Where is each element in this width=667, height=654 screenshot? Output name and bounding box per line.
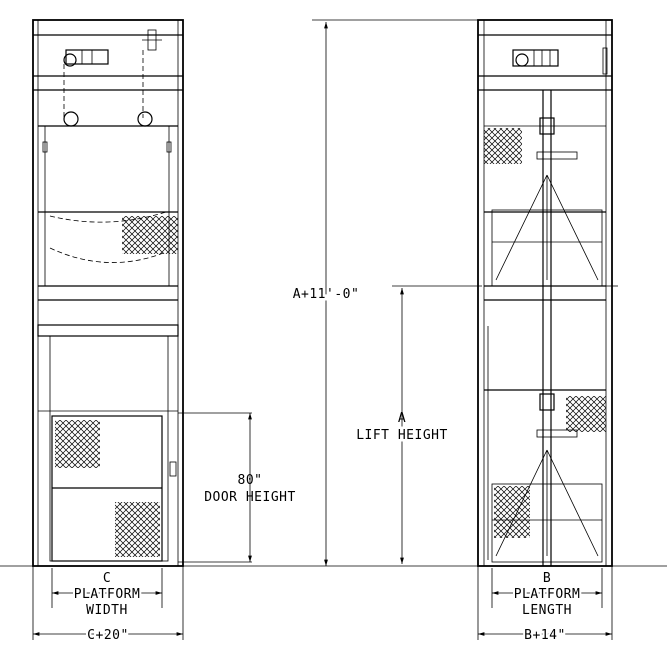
side-hoistway-outline	[477, 19, 613, 567]
top-fitting-icon	[142, 29, 162, 51]
overall-length-label: B+14"	[524, 628, 566, 643]
overall-height-label: A+11'-0"	[293, 287, 360, 302]
hatch-area	[122, 216, 178, 254]
door-height-value: 80"	[238, 473, 263, 488]
platform-width-label-2: WIDTH	[86, 603, 128, 618]
sheave-icon	[137, 111, 153, 127]
platform-width-label-1: PLATFORM	[74, 587, 141, 602]
platform-length-label-1: PLATFORM	[514, 587, 581, 602]
front-hoistway-outline	[32, 19, 184, 567]
platform-width-letter: C	[103, 571, 111, 586]
call-station-icon	[169, 461, 177, 477]
sheave-icon	[63, 111, 79, 127]
platform-length-label-2: LENGTH	[522, 603, 572, 618]
hatch-area	[55, 420, 100, 468]
motor-icon	[63, 49, 109, 67]
front-elevation-view: 80" DOOR HEIGHT C PLATFORM WIDTH C+20"	[32, 19, 296, 645]
hatch-area	[484, 128, 522, 164]
lift-dimensions: A+11'-0" A LIFT HEIGHT	[290, 19, 482, 566]
overall-width-label: C+20"	[87, 628, 129, 643]
hatch-area	[115, 502, 160, 557]
motor-icon	[512, 49, 559, 67]
hatch-area	[566, 396, 606, 432]
lift-height-letter: A	[398, 411, 406, 426]
side-elevation-view: B PLATFORM LENGTH B+14"	[477, 19, 618, 645]
hatch-area	[494, 486, 530, 538]
lift-height-label: LIFT HEIGHT	[356, 428, 448, 443]
platform-length-letter: B	[543, 571, 551, 586]
door-height-label: DOOR HEIGHT	[204, 490, 296, 505]
